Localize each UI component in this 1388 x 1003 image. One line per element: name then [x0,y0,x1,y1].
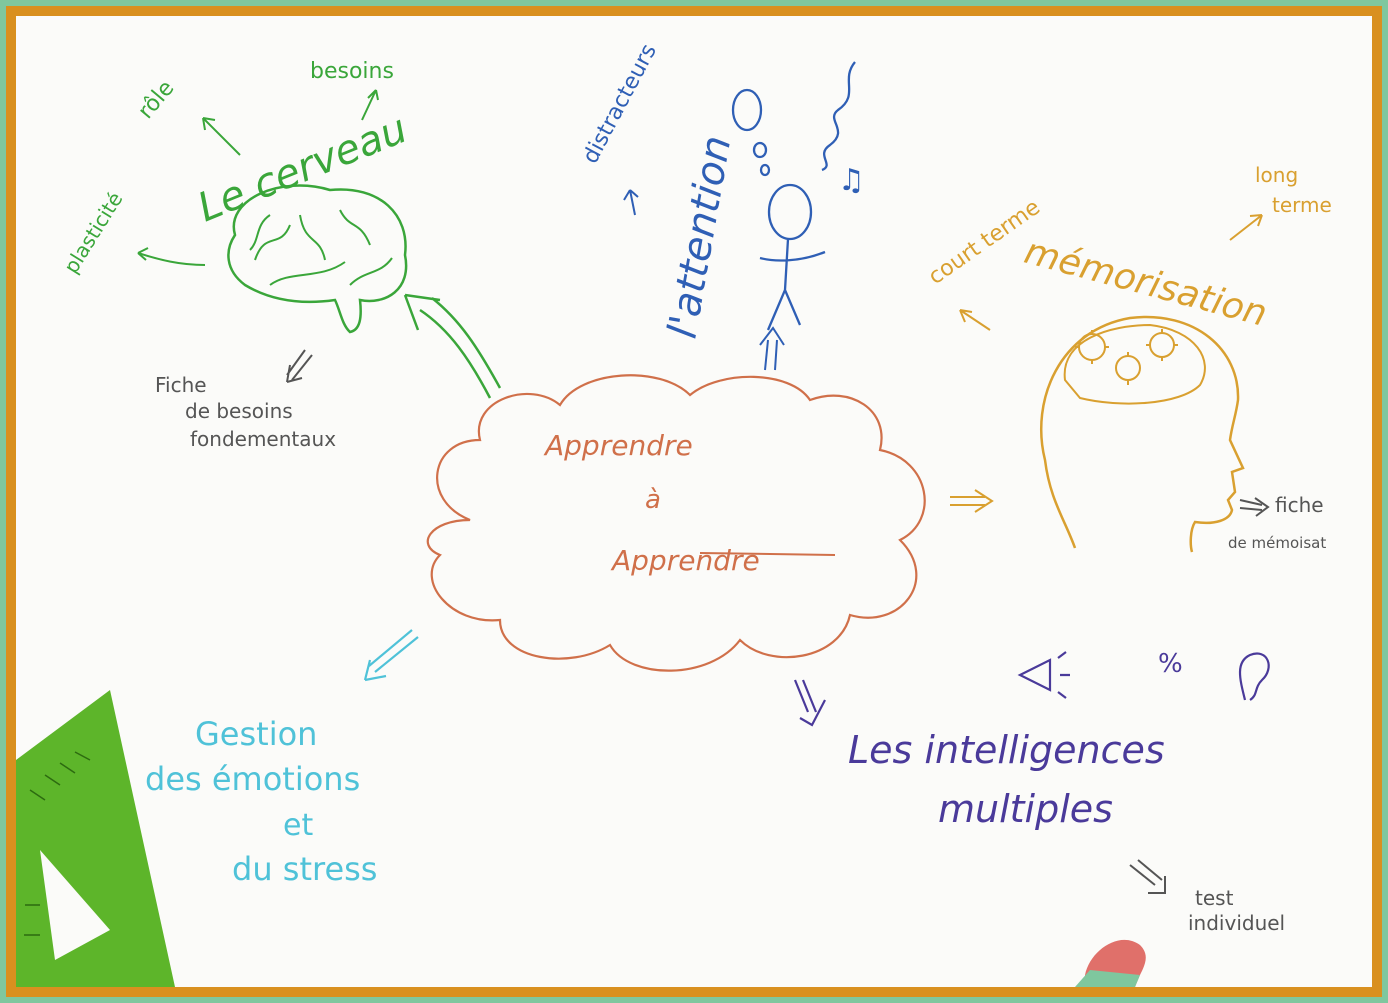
paper-sheet: Apprendre à Apprendre Le cerveau rôle be… [6,6,1382,997]
arrow-test [1129,859,1166,894]
center-line1: Apprendre [543,429,693,462]
center-line2: à [645,485,661,515]
head-icon [1040,315,1245,553]
emotions-branch: Gestion des émotions et du stress [145,629,419,888]
memo-fiche2: de mémoisat [1228,534,1326,552]
arrow-plasticite [137,247,206,266]
arrow-center-to-memo [950,489,994,513]
brain-icon [227,184,408,334]
stick-figure-icon [731,61,856,331]
arrow-center-to-attention [759,326,785,371]
mind-map: Apprendre à Apprendre Le cerveau rôle be… [16,40,1332,987]
arrow-role [202,117,241,156]
attention-distracteurs: distracteurs [578,40,662,168]
emotions-line4: du stress [232,850,377,888]
memo-branch: mémorisation court terme long terme fich… [924,163,1332,553]
memo-fiche1: fiche [1275,493,1324,517]
intel-test: test [1195,886,1234,910]
arrow-distracteurs [623,189,639,216]
memo-terme: terme [1272,193,1332,217]
arrow-court [959,309,991,331]
speaker-icon [1017,651,1070,699]
memo-title: mémorisation [1020,231,1271,335]
brain-branch: Le cerveau rôle besoins plasticité Fiche… [59,59,502,451]
set-square-icon [16,690,175,987]
arrow-center-to-emotions [363,629,419,682]
memo-long: long [1255,163,1298,187]
brain-folds [249,209,393,286]
attention-branch: l'attention distracteurs ♫ [578,40,865,371]
ear-icon [1238,652,1270,701]
head-inner [1063,323,1206,405]
brain-fiche3: fondementaux [190,427,336,451]
brain-plasticite: plasticité [59,188,128,278]
intel-individuel: individuel [1188,911,1285,935]
brain-title: Le cerveau [192,106,414,231]
attention-title: l'attention [660,132,741,341]
pencil-icon [1075,939,1146,987]
music-notes-icon: ♫ [838,163,865,198]
percent-symbol: % [1158,649,1183,679]
center-line3: Apprendre [610,544,760,577]
cloud-shape [426,374,926,672]
brain-fiche1: Fiche [155,373,207,397]
gears-icon [1075,329,1178,385]
intel-line2: multiples [938,787,1113,831]
arrow-center-to-brain [403,293,502,399]
brain-role: rôle [133,76,179,124]
arrow-center-to-intel [793,679,826,727]
emotions-line1: Gestion [195,715,317,753]
emotions-line2: des émotions [145,760,360,798]
brain-fiche2: de besoins [185,399,293,423]
arrow-long [1229,214,1263,241]
center-underline [699,552,836,556]
arrow-besoins [361,89,379,121]
emotions-line3: et [283,808,313,843]
arrow-fiche-besoins [286,349,313,383]
intel-branch: Les intelligences multiples % test indiv… [793,649,1285,935]
brain-besoins: besoins [310,59,394,84]
center-node: Apprendre à Apprendre [426,374,926,672]
intel-line1: Les intelligences [848,728,1165,772]
arrow-fiche-memo [1239,497,1270,517]
